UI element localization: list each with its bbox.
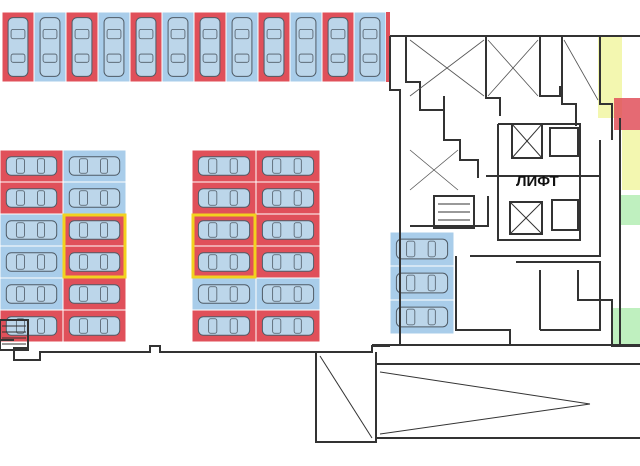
car-icon (5, 220, 58, 240)
parking-spot-top-6[interactable] (161, 11, 195, 83)
car-icon (199, 17, 221, 77)
parking-spot-top-12[interactable] (353, 11, 387, 83)
parking-spot-block-a-r4c2[interactable] (62, 245, 127, 279)
parking-spot-block-b-r4c1[interactable] (191, 245, 257, 279)
parking-spot-block-a-r5c2[interactable] (62, 277, 127, 311)
parking-spot-block-b-r5c2[interactable] (255, 277, 321, 311)
parking-spot-top-4[interactable] (97, 11, 131, 83)
car-icon (263, 17, 285, 77)
parking-spot-top-10[interactable] (289, 11, 323, 83)
car-icon (68, 188, 121, 208)
car-icon (261, 188, 315, 208)
parking-spot-block-a-r6c2[interactable] (62, 309, 127, 343)
car-icon (261, 252, 315, 272)
parking-spot-block-b-r3c1[interactable] (191, 213, 257, 247)
lift-label: ЛИФТ (516, 173, 559, 190)
car-icon (197, 252, 251, 272)
parking-spot-block-b-r4c2[interactable] (255, 245, 321, 279)
parking-spot-block-b-r1c2[interactable] (255, 149, 321, 183)
lift-zone-yellow-lower (622, 130, 640, 190)
car-icon (68, 220, 121, 240)
car-icon (5, 156, 58, 176)
selected-spot-frame-1 (62, 213, 127, 279)
car-icon (39, 17, 61, 77)
parking-spot-top-8[interactable] (225, 11, 259, 83)
selection-frames (62, 213, 257, 279)
car-icon (68, 316, 121, 336)
car-icon (395, 272, 449, 294)
red-marker-right (614, 98, 640, 130)
parking-spot-block-a-r5c1[interactable] (0, 277, 64, 311)
car-icon (395, 306, 449, 328)
parking-spot-block-b-r3c2[interactable] (255, 213, 321, 247)
parking-spot-top-5[interactable] (129, 11, 163, 83)
selected-spot-frame-2 (191, 213, 257, 279)
car-icon (261, 220, 315, 240)
parking-spot-block-a-r1c2[interactable] (62, 149, 127, 183)
parking-spot-top-7[interactable] (193, 11, 227, 83)
diagonal-guides (409, 39, 599, 191)
parking-spot-block-a-r2c1[interactable] (0, 181, 64, 215)
car-icon (68, 156, 121, 176)
service-zone-green (620, 195, 640, 225)
car-icon (68, 284, 121, 304)
parking-spot-block-b-r1c1[interactable] (191, 149, 257, 183)
parking-spot-block-a-r2c2[interactable] (62, 181, 127, 215)
parking-spot-top-2[interactable] (33, 11, 67, 83)
car-icon (295, 17, 317, 77)
car-icon (327, 17, 349, 77)
parking-spot-top-9[interactable] (257, 11, 291, 83)
parking-spots (0, 11, 455, 343)
top-row-end (386, 12, 390, 82)
parking-spot-block-b-r2c2[interactable] (255, 181, 321, 215)
parking-spot-block-a-r3c2[interactable] (62, 213, 127, 247)
car-icon (167, 17, 189, 77)
car-icon (197, 284, 251, 304)
car-icon (71, 17, 93, 77)
car-icon (261, 316, 315, 336)
service-zone-green-lower (612, 308, 640, 344)
car-icon (197, 156, 251, 176)
car-icon (395, 238, 449, 260)
parking-spot-block-b-r6c1[interactable] (191, 309, 257, 343)
car-icon (135, 17, 157, 77)
parking-spot-block-b-r6c2[interactable] (255, 309, 321, 343)
building-walls (0, 35, 640, 443)
car-icon (7, 17, 29, 77)
parking-spot-block-a-r3c1[interactable] (0, 213, 64, 247)
car-icon (197, 316, 251, 336)
car-icon (68, 252, 121, 272)
car-icon (5, 252, 58, 272)
parking-spot-block-a-r4c1[interactable] (0, 245, 64, 279)
parking-spot-top-3[interactable] (65, 11, 99, 83)
parking-spot-block-b-r5c1[interactable] (191, 277, 257, 311)
parking-spot-block-a-r1c1[interactable] (0, 149, 64, 183)
car-icon (103, 17, 125, 77)
car-icon (197, 188, 251, 208)
parking-spot-top-1[interactable] (1, 11, 35, 83)
car-icon (5, 188, 58, 208)
parking-spot-top-11[interactable] (321, 11, 355, 83)
car-icon (197, 220, 251, 240)
parking-spot-block-b-r2c1[interactable] (191, 181, 257, 215)
car-icon (261, 284, 315, 304)
car-icon (231, 17, 253, 77)
car-icon (261, 156, 315, 176)
car-icon (359, 17, 381, 77)
car-icon (5, 284, 58, 304)
